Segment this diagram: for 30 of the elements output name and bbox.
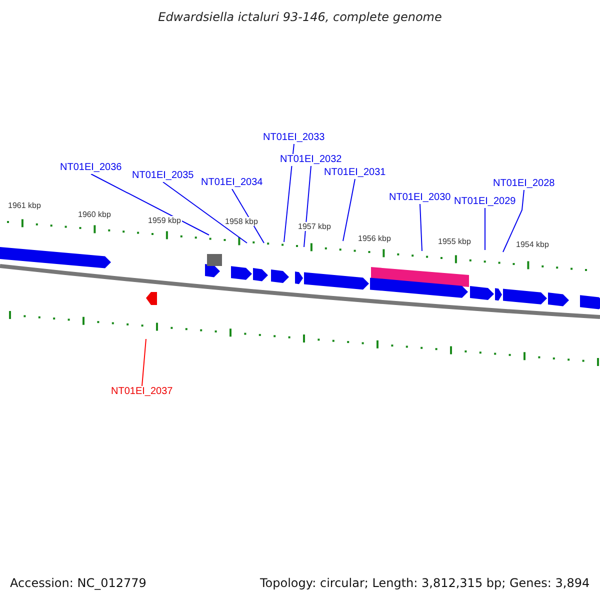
chart-title: Edwardsiella ictaluri 93-146, complete genome (157, 10, 443, 24)
scale-label: 1957 kbp (297, 222, 332, 231)
gene-label: NT01EI_2035 (132, 170, 194, 182)
gene-label: NT01EI_2031 (324, 167, 386, 179)
leader-line (342, 178, 356, 242)
scale-label: 1954 kbp (515, 240, 550, 249)
leader-line (142, 338, 146, 386)
scale-label: 1959 kbp (147, 216, 182, 225)
gene-label: NT01EI_2029 (454, 196, 516, 208)
scale-label: 1956 kbp (357, 234, 392, 243)
gene-label: NT01EI_2037 (111, 386, 173, 398)
gene-label: NT01EI_2028 (493, 178, 555, 190)
gene-label: NT01EI_2030 (389, 192, 451, 204)
leader-line (420, 204, 422, 252)
footer-text: Topology: circular; Length: 3,812,315 bp; Genes: 3,894 (260, 576, 590, 590)
leader-line (484, 208, 486, 250)
leader-line (284, 144, 294, 242)
gene-label: NT01EI_2034 (201, 177, 263, 189)
footer-text: Accession: NC_012779 (10, 576, 146, 590)
scale-label: 1955 kbp (437, 237, 472, 246)
scale-label: 1961 kbp (7, 201, 42, 210)
gene-label: NT01EI_2036 (60, 162, 122, 174)
leader-line (162, 182, 248, 244)
gene-label: NT01EI_2033 (263, 132, 325, 144)
leader-line (502, 190, 524, 252)
gene-label: NT01EI_2032 (280, 154, 342, 166)
scale-label: 1960 kbp (77, 210, 112, 219)
leader-line (304, 166, 312, 248)
scale-label: 1958 kbp (224, 217, 259, 226)
leader-line (90, 174, 210, 236)
